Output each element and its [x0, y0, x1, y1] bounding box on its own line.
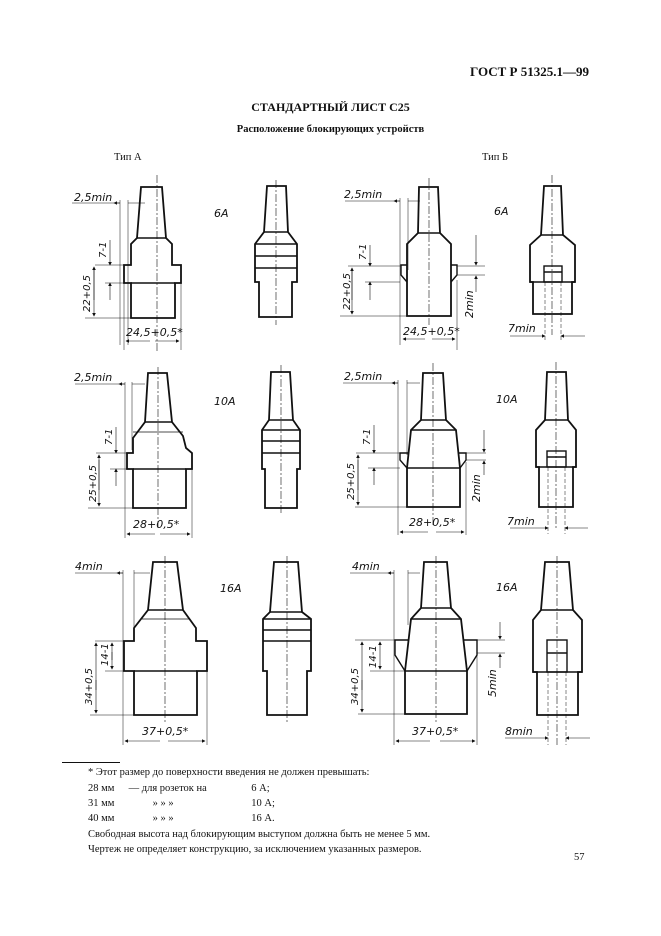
a6-width-label: 24,5+0,5*: [126, 326, 183, 339]
b10-gap-label: 2min: [470, 474, 483, 502]
footnote-row-6a: 28 мм — для розеток на 6 А;: [88, 783, 270, 795]
a10-tol-label: 7-1: [104, 429, 115, 445]
drawing-b10-front: [510, 362, 588, 534]
b10-width-label: 28+0,5*: [409, 516, 456, 529]
footnote-rating: 10 А;: [251, 798, 275, 809]
drawing-b16-side: [350, 556, 505, 745]
drawings-canvas: 2,5min 7-1 22+0,5 24,5+0,5* 6А: [72, 175, 590, 745]
drawing-a16-front: [262, 556, 312, 722]
footnote-divider: [62, 762, 120, 763]
footnote-text: — для розеток на: [128, 783, 207, 794]
b16-tol-label: 14-1: [368, 645, 379, 668]
a10-height-label: 25+0,5: [88, 465, 99, 502]
footnote-row-16a: 40 мм » » » 16 А.: [88, 813, 275, 825]
b6-width-label: 24,5+0,5*: [403, 325, 460, 338]
b16-width-label: 37+0,5*: [412, 725, 459, 738]
b16-side-label: 8min: [505, 725, 533, 738]
b10-rating: 10А: [496, 393, 518, 406]
a6-tol-label: 7-1: [98, 242, 109, 258]
drawing-a16-side: [75, 556, 208, 745]
footnote-text: » » »: [152, 798, 174, 809]
b16-height-label: 34+0,5: [350, 668, 361, 705]
a10-width-label: 28+0,5*: [133, 518, 180, 531]
footnote-star: * Этот размер до поверхности введения не…: [88, 767, 370, 778]
drawing-b6-front: [510, 175, 585, 340]
b10-height-label: 25+0,5: [346, 463, 357, 500]
sheet-subtitle: Расположение блокирующих устройств: [236, 124, 425, 135]
footnote-value: 28 мм: [88, 783, 115, 794]
drawing-a10-front: [261, 365, 301, 515]
drawing-b6-side: [340, 178, 485, 350]
footnote-row-10a: 31 мм » » » 10 А;: [88, 798, 275, 810]
a6-min-label: 2,5min: [74, 191, 112, 204]
page-number: 57: [574, 852, 585, 863]
a16-rating: 16А: [220, 582, 242, 595]
b6-tol-label: 7-1: [358, 244, 369, 260]
footnote-value: 31 мм: [88, 798, 115, 809]
a6-rating: 6А: [214, 207, 229, 220]
b10-min-label: 2,5min: [344, 370, 382, 383]
sheet-title: СТАНДАРТНЫЙ ЛИСТ С25: [251, 100, 410, 114]
footnote-text: » » »: [152, 813, 174, 824]
footnote-free-height: Свободная высота над блокирующим выступо…: [88, 829, 431, 840]
footnote-rating: 16 А.: [251, 813, 275, 824]
footnote-rating: 6 А;: [251, 783, 270, 794]
b16-min-label: 4min: [352, 560, 380, 573]
b16-gap-label: 5min: [486, 669, 499, 697]
b6-gap-label: 2min: [463, 290, 476, 318]
a16-width-label: 37+0,5*: [142, 725, 189, 738]
a10-rating: 10А: [214, 395, 236, 408]
footnote-value: 40 мм: [88, 813, 115, 824]
b10-tol-label: 7-1: [362, 429, 373, 445]
drawing-a6-side: [72, 175, 182, 352]
standard-id: ГОСТ Р 51325.1—99: [470, 64, 589, 79]
footnote-disclaimer: Чертеж не определяет конструкцию, за иск…: [88, 844, 422, 855]
b6-rating: 6А: [494, 205, 509, 218]
drawing-b16-front: [505, 556, 590, 745]
b10-side-label: 7min: [507, 515, 535, 528]
b6-min-label: 2,5min: [344, 188, 382, 201]
b6-side-label: 7min: [508, 322, 536, 335]
drawing-b10-side: [343, 363, 486, 535]
type-b-label: Тип Б: [482, 152, 509, 163]
a16-tol-label: 14-1: [100, 643, 111, 666]
drawing-a10-side: [75, 367, 193, 538]
a6-height-label: 22+0,5: [82, 275, 93, 312]
b6-height-label: 22+0,5: [342, 273, 353, 310]
b16-rating: 16А: [496, 581, 518, 594]
type-a-label: Тип А: [114, 152, 142, 163]
a10-min-label: 2,5min: [74, 371, 112, 384]
a16-min-label: 4min: [75, 560, 103, 573]
a16-height-label: 34+0,5: [84, 668, 95, 705]
drawing-a6-front: [254, 180, 298, 325]
